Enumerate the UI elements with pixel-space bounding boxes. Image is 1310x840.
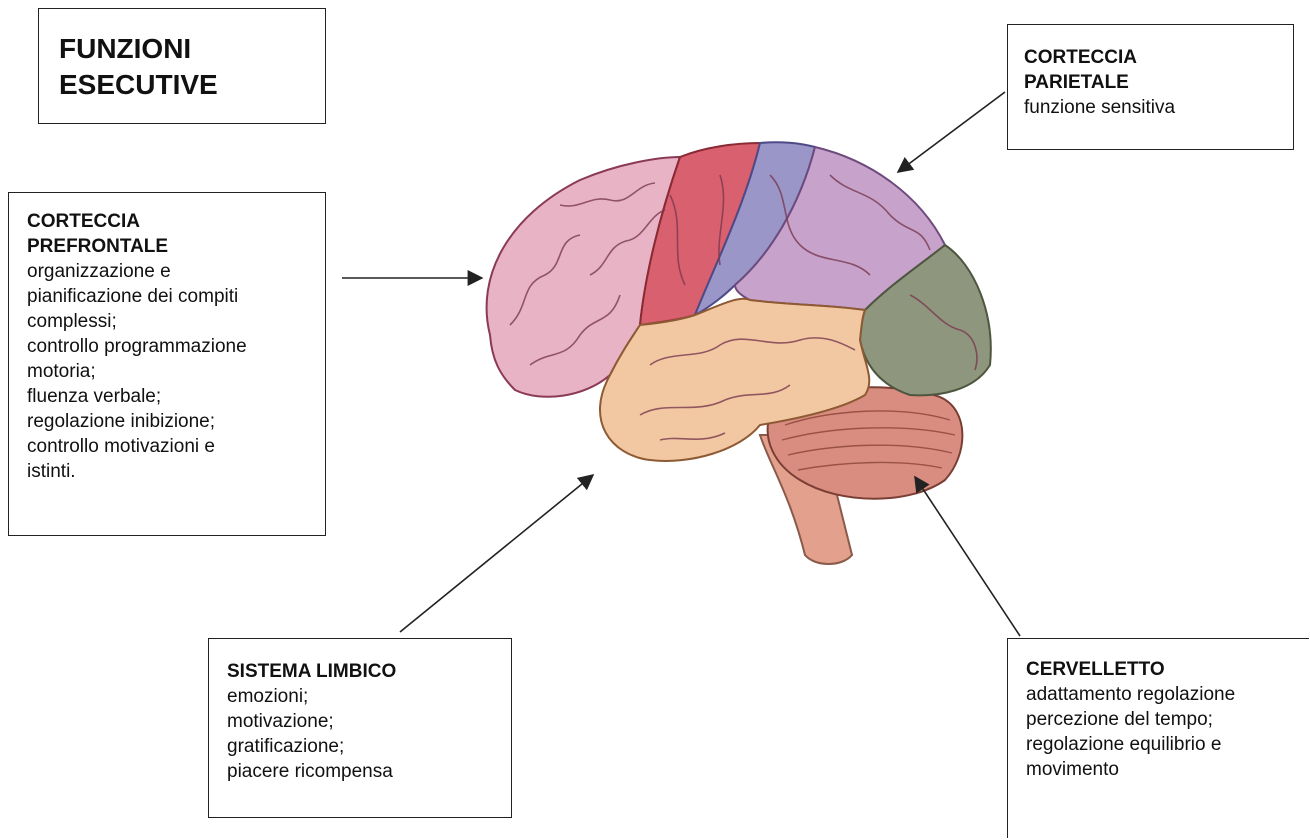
arrow-parietal — [898, 92, 1005, 172]
arrow-limbic — [400, 475, 593, 632]
arrow-cerebellum — [915, 477, 1020, 636]
